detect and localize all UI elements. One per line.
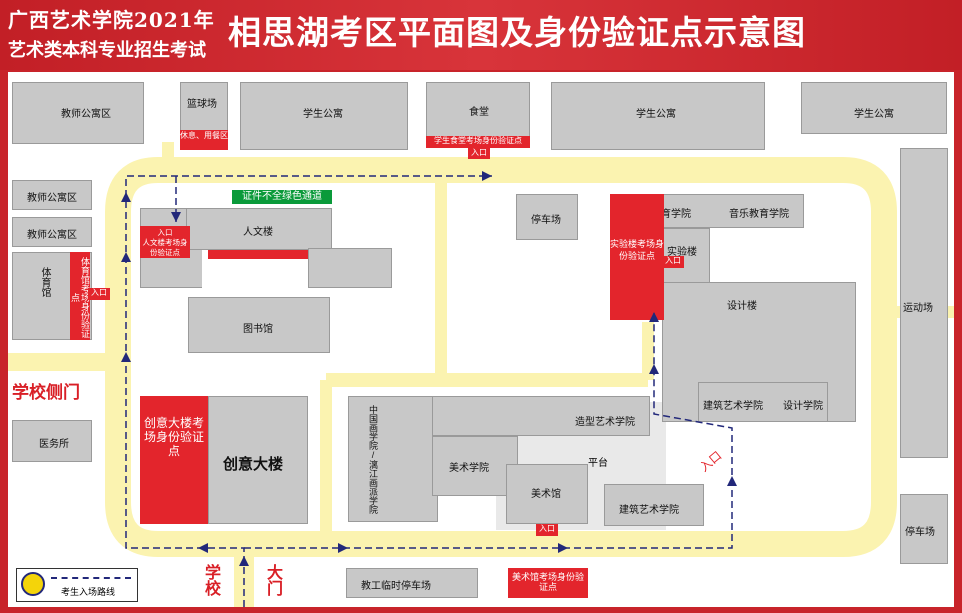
student-apartment-2-label: 学生公寓	[636, 109, 676, 120]
design-building-label: 设计楼	[727, 301, 757, 312]
architecture-2-label: 建筑艺术学院	[703, 401, 763, 412]
humanities-check-point: 入口人文楼考场身份验证点	[140, 226, 190, 258]
art-museum: 美术馆	[506, 464, 588, 524]
teacher-apartment-2: 教师公寓区	[12, 180, 92, 210]
canteen: 食堂	[426, 82, 530, 140]
parking-right-label: 停车场	[905, 527, 935, 538]
chinese-painting-label: 中国画学院/漓江画派学院	[368, 405, 378, 514]
museum-check-point: 美术馆考场身份验证点	[508, 568, 588, 598]
architecture-1-label: 建筑艺术学院	[619, 505, 679, 516]
humanities-red-bar	[208, 250, 308, 259]
humanities-label: 人文楼	[243, 227, 273, 238]
legend-label: 考生入场路线	[61, 587, 116, 597]
chuangyi-building: 创意大楼	[208, 396, 308, 524]
humanities-building: 人文楼	[186, 208, 332, 250]
student-apartment-1-label: 学生公寓	[303, 109, 343, 120]
parking-center-label: 停车场	[531, 215, 561, 226]
header-banner: 广西艺术学院2021年 艺术类本科专业招生考试 相思湖考区平面图及身份验证点示意…	[0, 0, 962, 70]
teacher-apartment-top-label: 教师公寓区	[61, 109, 111, 120]
sports-field: 运动场	[900, 148, 948, 458]
gym-check-point: 体育馆考场身份验证点	[70, 252, 90, 340]
student-apartment-1: 学生公寓	[240, 82, 408, 150]
chinese-painting-school: 中国画学院/漓江画派学院	[348, 396, 438, 522]
teacher-apartment-3-label: 教师公寓区	[27, 230, 77, 241]
teacher-apartment-3: 教师公寓区	[12, 217, 92, 247]
canteen-check-point: 学生食堂考场身份验证点	[426, 136, 530, 148]
lab-check-point: 实验楼考场身份验证点	[610, 194, 664, 320]
basketball-court: 篮球场	[180, 82, 228, 132]
music-education-label: 音乐教育学院	[729, 209, 789, 220]
rest-area-label: 休息、用餐区	[180, 130, 228, 150]
legend-route-line	[51, 577, 131, 579]
student-apartment-3: 学生公寓	[801, 82, 947, 134]
clinic-label: 医务所	[39, 439, 69, 450]
chuangyi-label: 创意大楼	[223, 456, 284, 473]
route-layer	[121, 171, 737, 607]
staff-parking-label: 教工临时停车场	[361, 581, 431, 592]
lab-building-label: 实验楼	[667, 247, 697, 258]
legend: 考生入场路线	[16, 568, 138, 602]
header-line2: 艺术类本科专业招生考试	[8, 40, 206, 61]
legend-logo-icon	[21, 572, 45, 596]
humanities-right-wing	[308, 248, 392, 288]
chuangyi-check-point: 创意大楼考场身份验证点	[140, 396, 208, 524]
fine-arts-label: 美术学院	[449, 463, 489, 474]
architecture-school-2: 建筑艺术学院 设计学院	[698, 382, 828, 422]
staff-parking: 教工临时停车场	[346, 568, 478, 598]
modeling-art-school: 造型艺术学院	[432, 396, 650, 436]
main-gate-label-1: 学校	[202, 564, 219, 596]
canteen-entrance: 入口	[468, 148, 490, 159]
green-channel-badge: 证件不全绿色通道	[232, 190, 332, 204]
gym-entrance: 入口	[88, 288, 110, 300]
architecture-school-1: 建筑艺术学院	[604, 484, 704, 526]
gym-label: 体育馆	[39, 267, 50, 297]
basketball-label: 篮球场	[187, 99, 217, 110]
design-school-label: 设计学院	[783, 401, 823, 412]
teacher-apartment-2-label: 教师公寓区	[27, 193, 77, 204]
humanities-entrance-label: 入口	[157, 228, 173, 237]
library-label: 图书馆	[243, 324, 273, 335]
canteen-label: 食堂	[469, 107, 489, 118]
route-east	[244, 312, 733, 549]
main-gate-label-2: 大门	[264, 564, 281, 596]
library: 图书馆	[188, 297, 330, 353]
route-west	[125, 175, 492, 607]
header-line1: 广西艺术学院2021年	[8, 8, 215, 32]
campus-map: 教师公寓区 篮球场 学生公寓 食堂 学生公寓 学生公寓 教师公寓区 教师公寓区 …	[8, 72, 954, 607]
platform-label: 平台	[588, 458, 608, 469]
sports-field-label: 运动场	[903, 303, 933, 314]
lab-entrance: 入口	[662, 256, 684, 268]
teacher-apartment-top: 教师公寓区	[12, 82, 144, 144]
clinic: 医务所	[12, 420, 92, 462]
fine-arts-school: 美术学院	[432, 436, 518, 496]
parking-center: 停车场	[516, 194, 578, 240]
side-gate-label: 学校侧门	[12, 383, 80, 402]
parking-right: 停车场	[900, 494, 948, 564]
main-title: 相思湖考区平面图及身份验证点示意图	[228, 13, 806, 52]
humanities-check-label: 人文楼考场身份验证点	[142, 238, 188, 257]
student-apartment-3-label: 学生公寓	[854, 109, 894, 120]
modeling-art-label: 造型艺术学院	[575, 417, 635, 428]
student-apartment-2: 学生公寓	[551, 82, 765, 150]
museum-entrance: 入口	[536, 524, 558, 536]
art-museum-label: 美术馆	[531, 489, 561, 500]
